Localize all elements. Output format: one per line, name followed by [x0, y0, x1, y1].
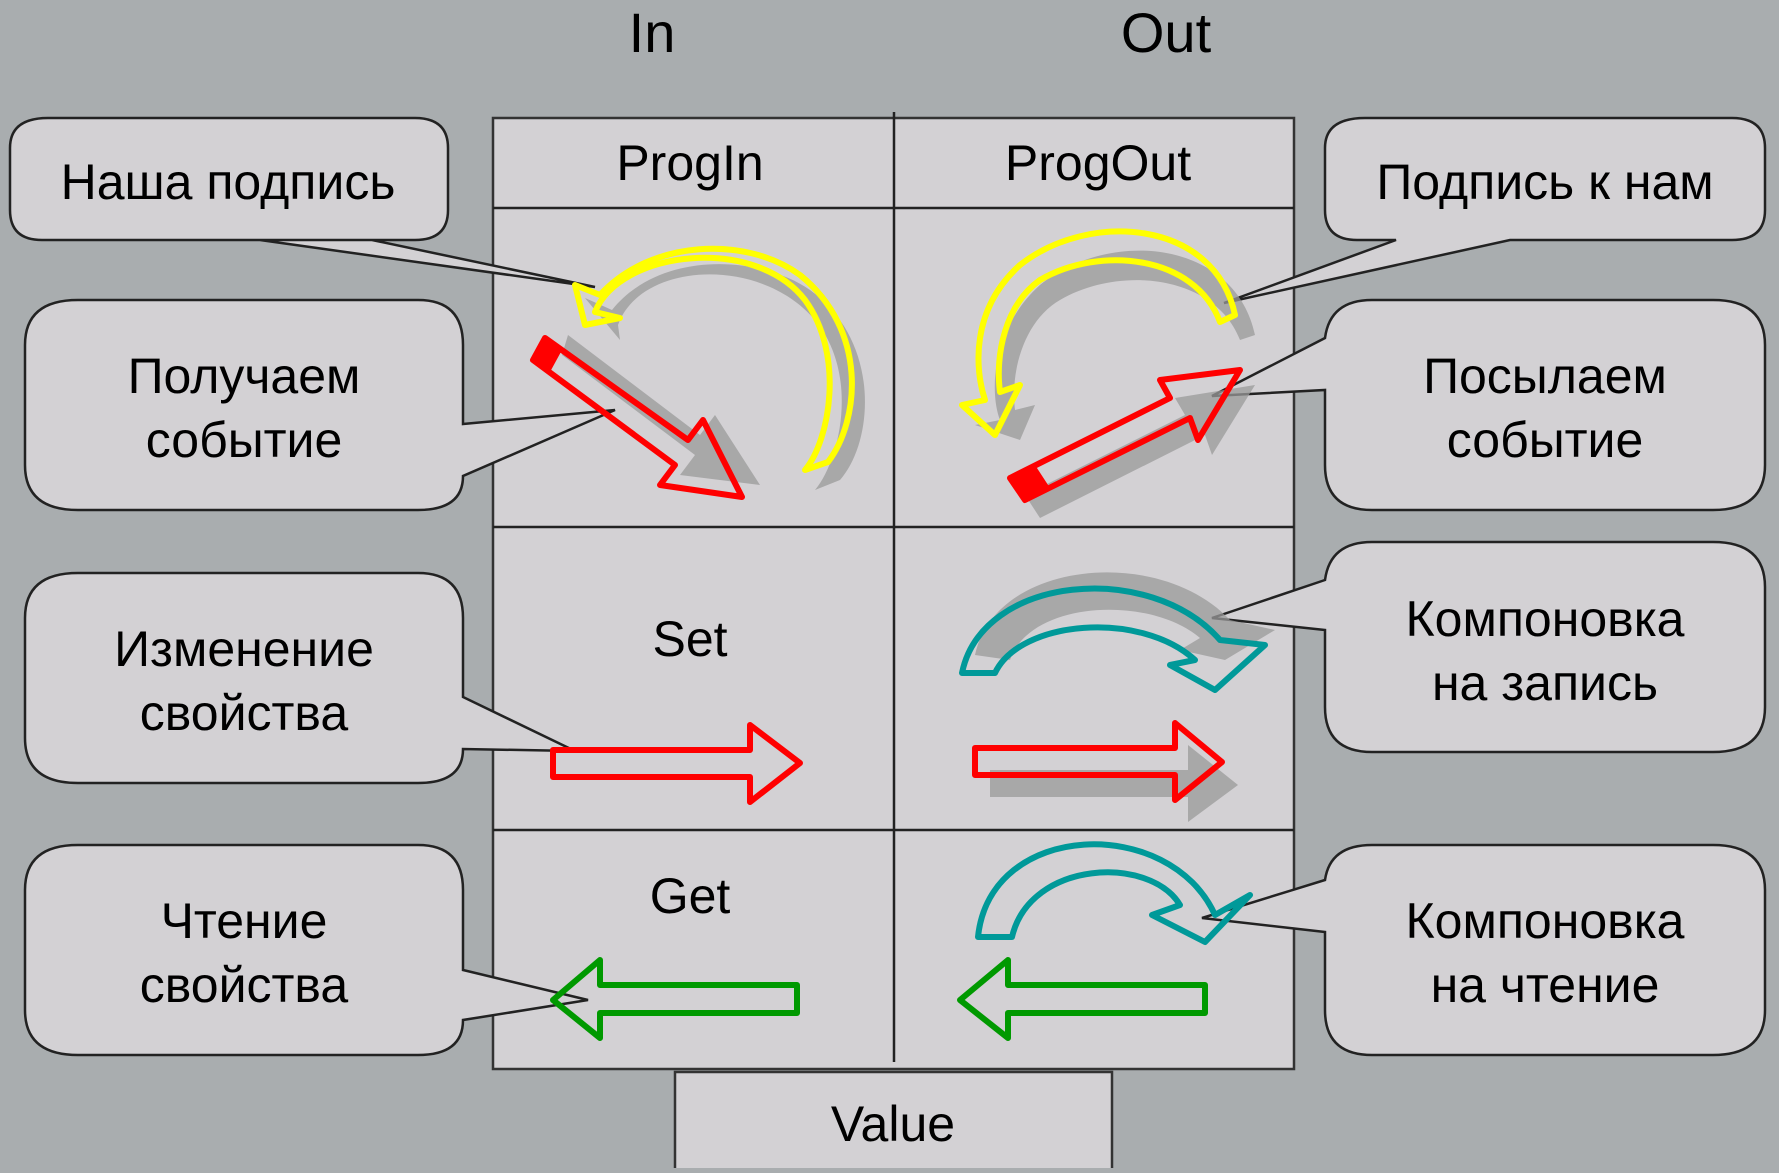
- right-arrow-icon: [550, 722, 803, 805]
- callout-change-property: Изменение свойства: [23, 571, 576, 785]
- callout-layout-read-line1: Компоновка: [1406, 893, 1685, 949]
- callout-signature-to-us: Подпись к нам: [1223, 116, 1767, 305]
- header-out: Out: [1121, 1, 1212, 64]
- curved-arrow-icon: [572, 245, 865, 490]
- callout-send-event: Посылаем событие: [1211, 298, 1767, 512]
- cell-set: Set: [652, 611, 727, 667]
- curved-arrow-icon: [959, 572, 1275, 693]
- callout-our-signature-text: Наша подпись: [61, 154, 396, 210]
- cell-get: Get: [650, 868, 731, 924]
- callout-send-event-line1: Посылаем: [1423, 348, 1667, 404]
- straight-arrow-icon: [530, 335, 760, 500]
- callout-receive-event-line2: событие: [146, 412, 343, 468]
- left-arrow-icon: [550, 957, 800, 1041]
- callout-layout-read: Компоновка на чтение: [1201, 843, 1767, 1057]
- right-arrow-icon: [972, 720, 1238, 822]
- callout-layout-write: Компоновка на запись: [1211, 540, 1767, 754]
- left-arrow-icon: [957, 957, 1208, 1041]
- straight-arrow-icon: [1007, 367, 1255, 518]
- callout-our-signature: Наша подпись: [8, 116, 596, 289]
- callout-layout-write-line2: на запись: [1432, 655, 1658, 711]
- callout-receive-event-line1: Получаем: [128, 348, 361, 404]
- header-in: In: [629, 1, 676, 64]
- callout-layout-write-line1: Компоновка: [1406, 591, 1685, 647]
- callout-read-property-line1: Чтение: [161, 893, 328, 949]
- curved-arrow-icon: [959, 228, 1255, 440]
- callout-change-property-line1: Изменение: [114, 621, 374, 677]
- value-label: Value: [831, 1096, 955, 1152]
- cell-prog-in: ProgIn: [616, 135, 763, 191]
- callout-read-property-line2: свойства: [140, 957, 349, 1013]
- curved-arrow-icon: [975, 841, 1253, 945]
- callout-change-property-line2: свойства: [140, 685, 349, 741]
- callout-layout-read-line2: на чтение: [1431, 957, 1660, 1013]
- callout-signature-to-us-text: Подпись к нам: [1376, 154, 1713, 210]
- callout-send-event-line2: событие: [1447, 412, 1644, 468]
- callout-read-property: Чтение свойства: [23, 843, 589, 1057]
- callout-receive-event: Получаем событие: [23, 298, 616, 512]
- cell-prog-out: ProgOut: [1005, 135, 1191, 191]
